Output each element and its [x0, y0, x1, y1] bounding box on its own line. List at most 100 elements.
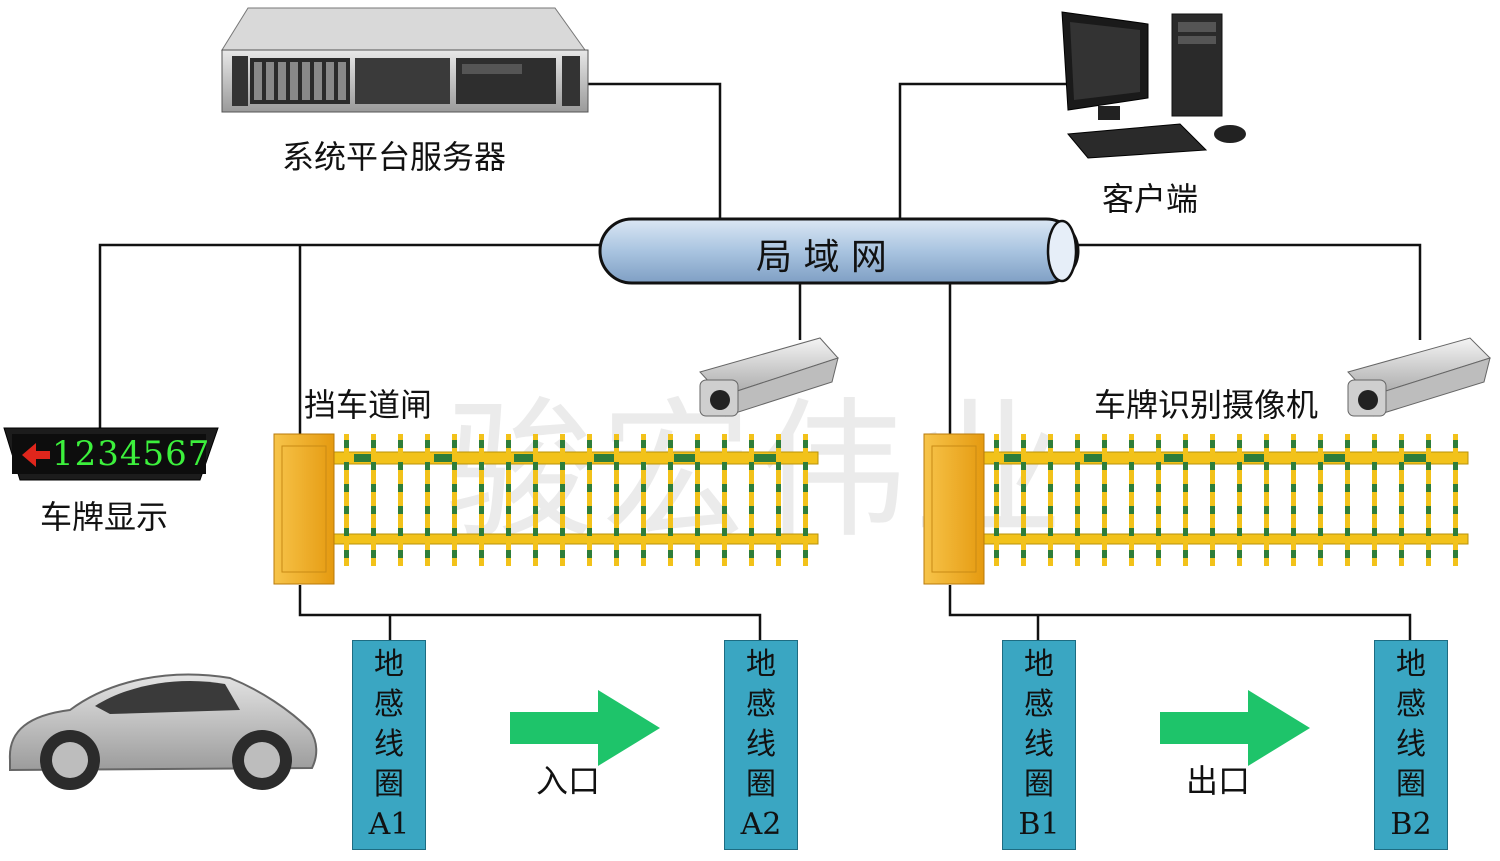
- barrier-top-rail: [983, 451, 1469, 465]
- line-coils-right: [948, 585, 1412, 640]
- coil-a1: 地 感 线 圈 A1: [352, 640, 426, 850]
- barrier-picket: [668, 434, 673, 566]
- line-camera-right-network: [1078, 243, 1422, 340]
- coil-char: 感: [746, 687, 776, 722]
- line-server-network: [588, 82, 722, 222]
- barrier-picket: [1156, 434, 1161, 566]
- barrier-picket: [1021, 434, 1026, 566]
- coil-char: 感: [374, 687, 404, 722]
- barrier-rail-marker: [594, 454, 616, 462]
- barrier-top-rail: [333, 451, 819, 465]
- barrier-picket: [1102, 434, 1107, 566]
- barrier-rail-marker: [354, 454, 376, 462]
- barrier-rail-marker: [674, 454, 696, 462]
- coil-char: 圈: [1396, 767, 1426, 802]
- plate-number-text: 1234567: [52, 434, 211, 474]
- barrier-bottom-rail: [983, 533, 1469, 545]
- barrier-gate-right: [923, 433, 1469, 585]
- coil-char: 地: [746, 647, 776, 682]
- barrier-picket: [560, 434, 565, 566]
- barrier-rail-marker: [1164, 454, 1186, 462]
- barrier-picket: [425, 434, 430, 566]
- network-label: 局 域 网: [756, 237, 887, 278]
- exit-label: 出口: [1186, 762, 1251, 800]
- coil-char: 线: [746, 727, 776, 762]
- barrier-picket: [1345, 434, 1350, 566]
- plate-display-label: 车牌显示: [40, 498, 169, 536]
- camera-label: 车牌识别摄像机: [1094, 386, 1319, 424]
- camera-left-icon: [699, 337, 839, 417]
- barrier-rail-marker: [1244, 454, 1266, 462]
- plate-display-panel: [3, 427, 219, 481]
- arrow-left-icon: [22, 443, 50, 467]
- server-icon: [221, 7, 589, 113]
- barrier-picket: [695, 434, 700, 566]
- barrier-picket: [1129, 434, 1134, 566]
- coil-char: 感: [1024, 687, 1054, 722]
- coil-char: 线: [1396, 727, 1426, 762]
- barrier-rail-marker: [1404, 454, 1426, 462]
- coil-char: 地: [1024, 647, 1054, 682]
- barrier-picket: [1237, 434, 1242, 566]
- coil-char: 圈: [374, 767, 404, 802]
- entrance-label: 入口: [536, 762, 601, 800]
- barrier-picket: [722, 434, 727, 566]
- barrier-rail-marker: [1084, 454, 1106, 462]
- server-label: 系统平台服务器: [282, 138, 507, 176]
- barrier-picket: [1453, 434, 1458, 566]
- barrier-gate-left: [273, 433, 819, 585]
- entrance-arrow-icon: [510, 690, 660, 766]
- coil-char: 地: [1396, 647, 1426, 682]
- coil-char: 圈: [746, 767, 776, 802]
- barrier-picket: [749, 434, 754, 566]
- barrier-picket: [1264, 434, 1269, 566]
- barrier-picket: [614, 434, 619, 566]
- barrier-picket: [344, 434, 349, 566]
- barrier-label: 挡车道闸: [304, 386, 433, 424]
- line-plate-display-network: [98, 243, 602, 428]
- network-pipe: [598, 217, 1080, 285]
- coil-char: 线: [374, 727, 404, 762]
- barrier-bottom-rail: [333, 533, 819, 545]
- line-client-network: [898, 82, 1070, 222]
- barrier-picket: [1183, 434, 1188, 566]
- connection-lines: [98, 82, 1422, 640]
- barrier-rail-marker: [1004, 454, 1026, 462]
- barrier-picket: [803, 434, 808, 566]
- barrier-picket: [1291, 434, 1296, 566]
- coil-char: 线: [1024, 727, 1054, 762]
- coil-id: A2: [740, 807, 782, 842]
- barrier-picket: [1075, 434, 1080, 566]
- barrier-picket: [1048, 434, 1053, 566]
- barrier-picket: [587, 434, 592, 566]
- barrier-rail-marker: [514, 454, 536, 462]
- barrier-picket: [1426, 434, 1431, 566]
- coil-b2: 地 感 线 圈 B2: [1374, 640, 1448, 850]
- coil-a2: 地 感 线 圈 A2: [724, 640, 798, 850]
- barrier-picket: [452, 434, 457, 566]
- barrier-picket: [641, 434, 646, 566]
- line-coils-left: [298, 585, 762, 640]
- coil-id: B1: [1018, 807, 1060, 842]
- barrier-rail-marker: [754, 454, 776, 462]
- coil-char: 地: [374, 647, 404, 682]
- barrier-picket: [533, 434, 538, 566]
- barrier-picket: [1372, 434, 1377, 566]
- exit-arrow-icon: [1160, 690, 1310, 766]
- camera-right-icon: [1347, 337, 1491, 417]
- coil-id: A1: [368, 807, 410, 842]
- barrier-picket: [776, 434, 781, 566]
- car-icon: [8, 673, 318, 790]
- coil-id: B2: [1390, 807, 1432, 842]
- desktop-computer-icon: [1061, 11, 1246, 159]
- coil-char: 圈: [1024, 767, 1054, 802]
- coil-char: 感: [1396, 687, 1426, 722]
- barrier-picket: [479, 434, 484, 566]
- barrier-picket: [1399, 434, 1404, 566]
- barrier-picket: [398, 434, 403, 566]
- coil-b1: 地 感 线 圈 B1: [1002, 640, 1076, 850]
- barrier-picket: [1210, 434, 1215, 566]
- barrier-picket: [371, 434, 376, 566]
- barrier-picket: [506, 434, 511, 566]
